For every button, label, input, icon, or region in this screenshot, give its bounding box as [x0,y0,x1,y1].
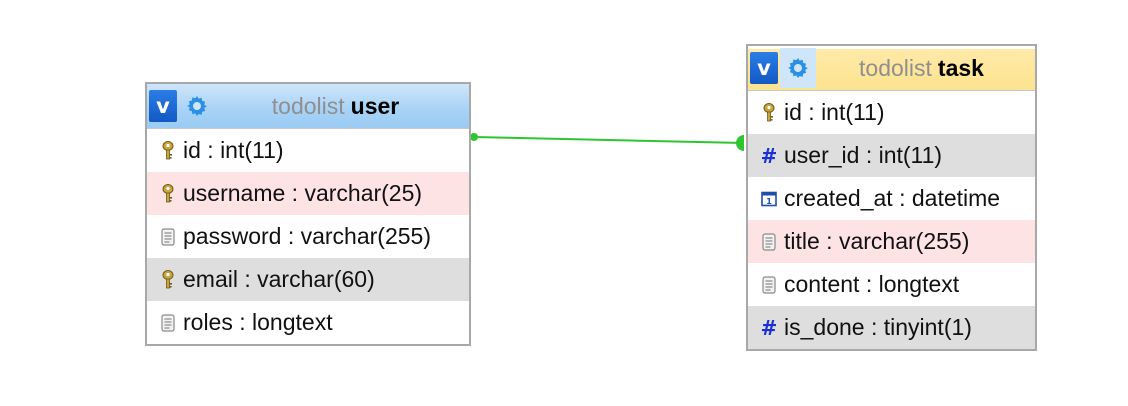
column-row[interactable]: #is_done : tinyint(1) [748,306,1035,349]
table-user-header[interactable]: v todolist user [147,84,469,129]
table-name: user [350,92,400,119]
table-user-title: todolist user [147,84,469,128]
column-row[interactable]: id : int(11) [147,129,469,172]
relation-start-dot [470,133,478,141]
text-field-icon [758,231,780,253]
table-user-columns: id : int(11) username : varchar(25) passwo… [147,129,469,344]
column-label: roles : longtext [183,309,333,335]
column-label: username : varchar(25) [183,180,423,206]
column-label: email : varchar(60) [183,266,375,292]
text-field-icon [157,312,179,334]
column-row[interactable]: username : varchar(25) [147,172,469,215]
key-icon [758,102,780,124]
column-row[interactable]: #user_id : int(11) [748,134,1035,177]
table-task[interactable]: v todolist task id : int(11)#user_id : i… [746,44,1037,351]
column-label: id : int(11) [784,99,885,125]
column-row[interactable]: id : int(11) [748,91,1035,134]
numeric-icon: # [760,143,778,168]
column-label: password : varchar(255) [183,223,431,249]
column-label: is_done : tinyint(1) [784,314,972,340]
text-field-icon [758,274,780,296]
column-label: created_at : datetime [784,185,1001,211]
key-icon [157,269,179,291]
table-name: task [937,54,984,81]
column-label: user_id : int(11) [784,142,943,168]
key-icon [157,183,179,205]
table-task-toggle-button[interactable]: v [750,52,778,84]
database-name: todolist [859,54,932,81]
column-label: title : varchar(255) [784,228,970,254]
svg-text:1: 1 [766,197,772,206]
calendar-icon: 1 [758,188,780,210]
column-row[interactable]: title : varchar(255) [748,220,1035,263]
column-row[interactable]: 1 created_at : datetime [748,177,1035,220]
column-row[interactable]: roles : longtext [147,301,469,344]
key-icon [157,140,179,162]
relation-end-marker [736,135,744,151]
column-row[interactable]: content : longtext [748,263,1035,306]
gear-icon[interactable] [185,94,209,118]
table-task-header[interactable]: v todolist task [748,46,1035,91]
table-user-toggle-button[interactable]: v [149,90,177,122]
column-label: id : int(11) [183,137,284,163]
database-name: todolist [271,92,345,119]
column-row[interactable]: password : varchar(255) [147,215,469,258]
gear-icon[interactable] [786,56,810,80]
text-field-icon [157,226,179,248]
column-label: content : longtext [784,271,960,297]
column-row[interactable]: email : varchar(60) [147,258,469,301]
relation-line-path [473,136,745,144]
numeric-icon: # [760,315,778,340]
table-task-title: todolist task [748,46,1035,90]
table-user[interactable]: v todolist user id : int(11) username : v… [145,82,471,346]
